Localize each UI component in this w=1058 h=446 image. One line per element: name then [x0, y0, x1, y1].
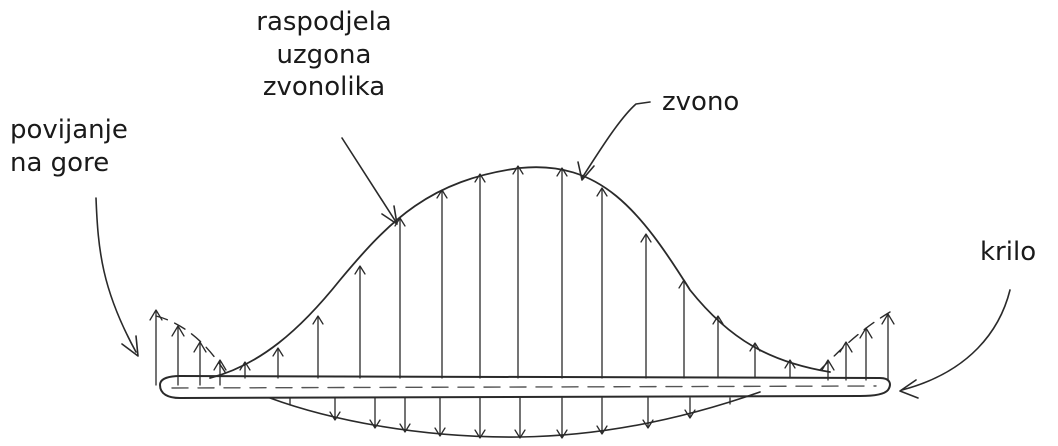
upwash-left-curve [155, 315, 226, 373]
leader-wing-head [899, 379, 919, 399]
leader-bell-head [577, 161, 595, 181]
leader-bell [581, 101, 651, 179]
label-lift-distribution-line-3: zvonolika [262, 72, 386, 102]
label-wing: krilo [980, 236, 1036, 269]
leader-upwash [95, 197, 137, 353]
label-upwash-line-2: na gore [10, 147, 110, 178]
lift-arrows-down [289, 397, 731, 437]
label-bell-text: zvono [662, 87, 740, 117]
wing-center-dash [171, 385, 877, 389]
upwash-right-arrows [827, 315, 889, 381]
label-lift-distribution-line-1: raspodjela [256, 7, 392, 37]
leader-wing [901, 289, 1011, 391]
wing-shape [159, 375, 891, 399]
upwash-left-arrows [155, 311, 221, 386]
label-bell: zvono [662, 86, 739, 119]
label-upwash: povijanje na gore [10, 114, 128, 179]
upwash-left-heads [149, 309, 227, 371]
bell-curve [209, 166, 831, 379]
label-lift-distribution-line-2: uzgona [276, 39, 372, 70]
lift-arrows-up [244, 167, 791, 379]
label-lift-distribution: raspodjela uzgona zvonolika [240, 6, 408, 104]
leader-upwash-head [121, 335, 139, 357]
upwash-right-heads [821, 313, 895, 371]
lift-arrow-heads-up [239, 165, 796, 371]
leader-lift-distribution-head [381, 205, 398, 225]
leader-lift-distribution [341, 137, 397, 223]
upwash-right-curve [819, 311, 891, 371]
label-wing-text: krilo [980, 237, 1037, 267]
lift-arrow-heads-down [329, 409, 696, 439]
label-upwash-line-1: povijanje [10, 115, 128, 145]
